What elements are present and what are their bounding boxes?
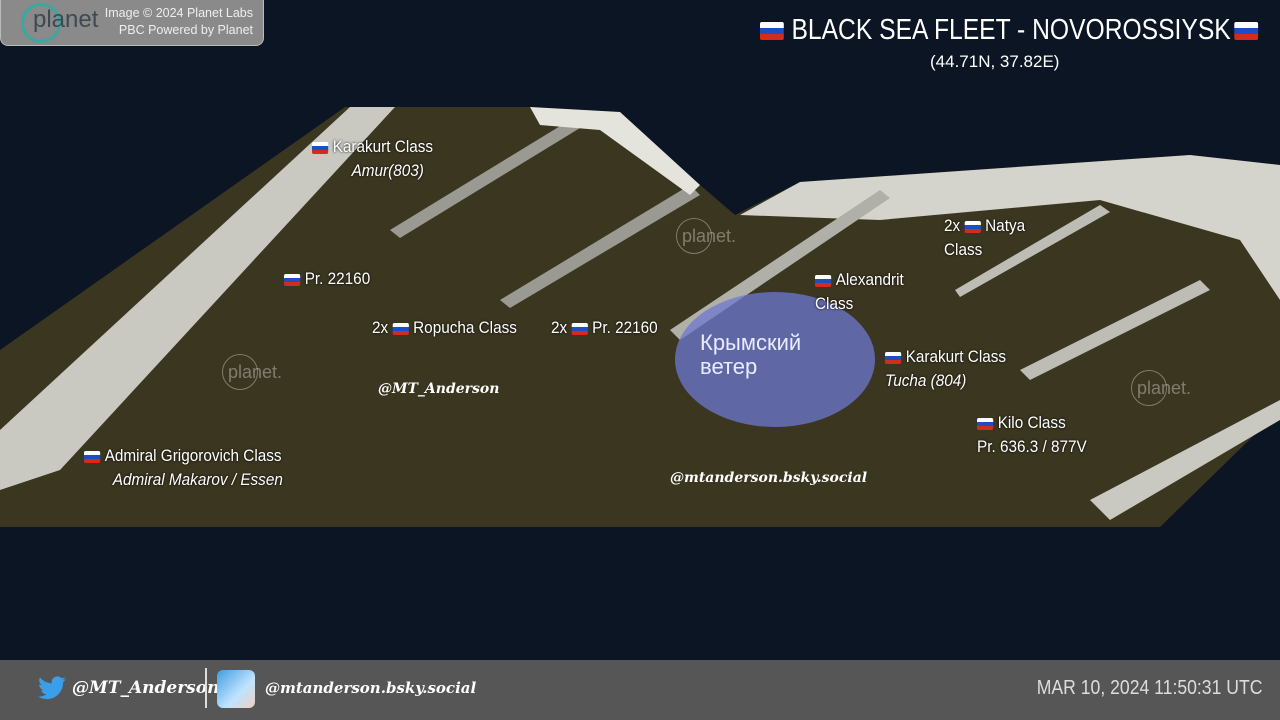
planet-logo-ring [21, 3, 61, 43]
twitter-bird-icon [38, 676, 66, 700]
russia-flag-icon [1234, 21, 1258, 40]
planet-credit-box: planet Image © 2024 Planet Labs PBC Powe… [0, 0, 264, 46]
watermark-text: Крымский [700, 330, 802, 355]
russia-flag-icon [84, 450, 101, 463]
russia-flag-icon [392, 322, 409, 335]
russia-flag-icon [760, 21, 784, 40]
footer-bsky-handle[interactable]: @mtanderson.bsky.social [265, 679, 477, 697]
label-2x-pr22160: 2x Pr. 22160 [551, 318, 658, 337]
planet-logo: planet [33, 6, 99, 33]
krymsky-veter-watermark: Крымский ветер [675, 292, 875, 427]
bluesky-icon [217, 670, 255, 708]
image-credit: Image © 2024 Planet Labs PBC Powered by … [105, 5, 253, 39]
planet-watermark: planet. [221, 354, 283, 390]
label-ropucha: 2x Ropucha Class [372, 318, 517, 337]
russia-flag-icon [312, 141, 329, 154]
russia-flag-icon [977, 417, 994, 430]
planet-watermark: planet. [675, 218, 737, 254]
watermark-text: ветер [700, 354, 758, 379]
planet-watermark: planet. [1130, 370, 1192, 406]
twitter-handle-watermark: @MT_Anderson [378, 381, 500, 397]
timestamp: MAR 10, 2024 11:50:31 UTC [1036, 677, 1262, 699]
russia-flag-icon [964, 220, 981, 233]
coordinates: (44.71N, 37.82E) [930, 52, 1060, 71]
credit-line: PBC Powered by Planet [118, 23, 253, 37]
russia-flag-icon [284, 273, 301, 286]
label-pr22160: Pr. 22160 [284, 267, 370, 291]
footer-bar [0, 660, 1280, 720]
title-text: BLACK SEA FLEET - NOVOROSSIYSK [791, 14, 1231, 46]
footer-divider [205, 668, 207, 708]
footer-twitter-handle[interactable]: @MT_Anderson [72, 678, 220, 698]
credit-line: Image © 2024 Planet Labs [104, 6, 253, 20]
russia-flag-icon [571, 322, 588, 335]
russia-flag-icon [815, 274, 832, 287]
page-title: BLACK SEA FLEET - NOVOROSSIYSK [760, 14, 1262, 47]
bsky-handle-watermark: @mtanderson.bsky.social [670, 470, 868, 486]
russia-flag-icon [885, 351, 902, 364]
